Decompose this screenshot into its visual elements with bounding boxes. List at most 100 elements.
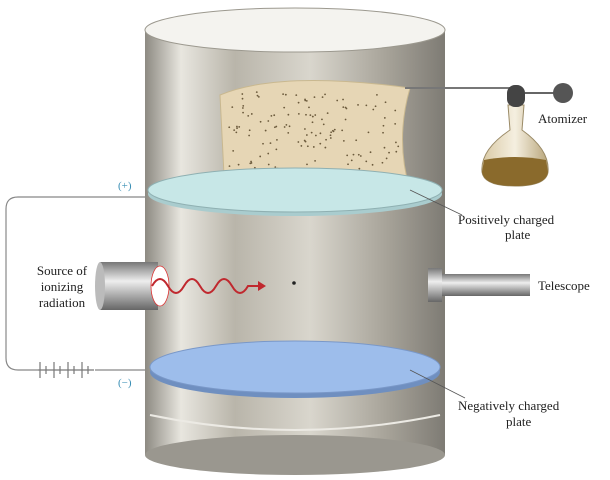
negative-plate <box>149 340 441 398</box>
label-source-1: Source of <box>37 263 88 278</box>
droplet <box>382 131 384 134</box>
label-minus: (−) <box>118 377 132 389</box>
droplet <box>310 131 313 134</box>
droplet <box>346 154 349 157</box>
droplet <box>395 141 397 144</box>
droplet <box>319 142 322 145</box>
droplet <box>342 139 345 142</box>
droplet <box>350 159 353 162</box>
droplet <box>324 146 327 149</box>
droplet <box>321 96 324 99</box>
battery-icon <box>38 362 94 378</box>
droplet <box>311 115 314 118</box>
droplet <box>241 97 244 100</box>
droplet <box>371 163 374 166</box>
droplet <box>295 94 298 97</box>
droplet <box>248 129 251 132</box>
label-source-3: radiation <box>39 295 86 310</box>
droplet <box>297 101 300 104</box>
label-telescope: Telescope <box>538 278 590 293</box>
circuit-wire <box>5 196 150 371</box>
droplet <box>275 148 278 151</box>
droplet <box>331 129 334 132</box>
droplet <box>365 104 368 107</box>
droplet <box>382 124 385 127</box>
droplet <box>283 126 286 128</box>
droplet <box>312 146 315 148</box>
droplet <box>305 99 308 102</box>
droplet <box>352 153 355 156</box>
droplet <box>282 93 285 96</box>
droplet <box>259 120 262 123</box>
droplet <box>304 128 306 130</box>
droplet <box>287 113 290 116</box>
label-positive-plate-1: Positively charged <box>458 212 555 227</box>
droplet <box>314 134 317 137</box>
droplet <box>357 104 359 106</box>
droplet <box>367 131 370 134</box>
label-negative-plate-1: Negatively charged <box>458 398 560 413</box>
droplet <box>241 107 244 109</box>
droplet <box>236 127 238 130</box>
droplet <box>256 94 259 97</box>
atomizer <box>481 83 573 187</box>
droplet <box>231 106 234 109</box>
droplet <box>385 157 388 160</box>
droplet <box>359 155 362 157</box>
droplet <box>236 125 238 128</box>
droplet <box>325 138 327 141</box>
droplet <box>274 166 277 169</box>
atomizer-bulb <box>553 83 573 103</box>
droplet <box>336 99 339 102</box>
droplet <box>276 138 278 141</box>
droplet <box>355 139 358 142</box>
droplet <box>304 99 307 102</box>
droplet <box>285 123 288 126</box>
droplet <box>347 163 349 166</box>
droplet <box>267 120 270 122</box>
droplet <box>247 115 250 117</box>
droplet <box>250 113 253 115</box>
droplet <box>344 118 347 121</box>
label-negative-plate-2: plate <box>506 414 531 429</box>
label-source-2: ionizing <box>41 279 84 294</box>
droplet <box>250 160 252 163</box>
droplet <box>275 125 278 128</box>
droplet <box>267 152 270 155</box>
telescope <box>428 268 530 302</box>
droplet <box>288 125 291 128</box>
droplet <box>319 132 322 135</box>
droplet <box>241 93 244 95</box>
droplet <box>255 91 258 93</box>
droplet <box>242 111 244 114</box>
droplet <box>372 108 375 111</box>
droplet <box>333 128 336 131</box>
droplet <box>397 145 400 148</box>
droplet <box>270 114 273 117</box>
droplet <box>262 142 264 145</box>
droplet <box>342 106 345 109</box>
droplet <box>321 118 323 121</box>
droplet <box>253 166 256 169</box>
droplet <box>300 145 303 147</box>
droplet <box>273 114 276 117</box>
droplet <box>384 101 387 104</box>
droplet <box>238 125 241 128</box>
droplet <box>283 106 286 109</box>
droplet <box>306 145 309 148</box>
droplet <box>314 159 316 162</box>
chamber-cylinder <box>144 7 446 475</box>
droplet <box>395 150 398 153</box>
droplet <box>381 161 384 164</box>
label-atomizer: Atomizer <box>538 111 588 126</box>
droplet <box>228 165 231 168</box>
droplet <box>259 155 262 158</box>
droplet <box>237 163 240 166</box>
droplet <box>394 109 397 112</box>
radiation-source-tube <box>95 262 170 310</box>
droplet <box>326 112 329 115</box>
positive-plate <box>147 167 443 216</box>
droplet <box>273 126 276 129</box>
droplet <box>303 139 306 142</box>
